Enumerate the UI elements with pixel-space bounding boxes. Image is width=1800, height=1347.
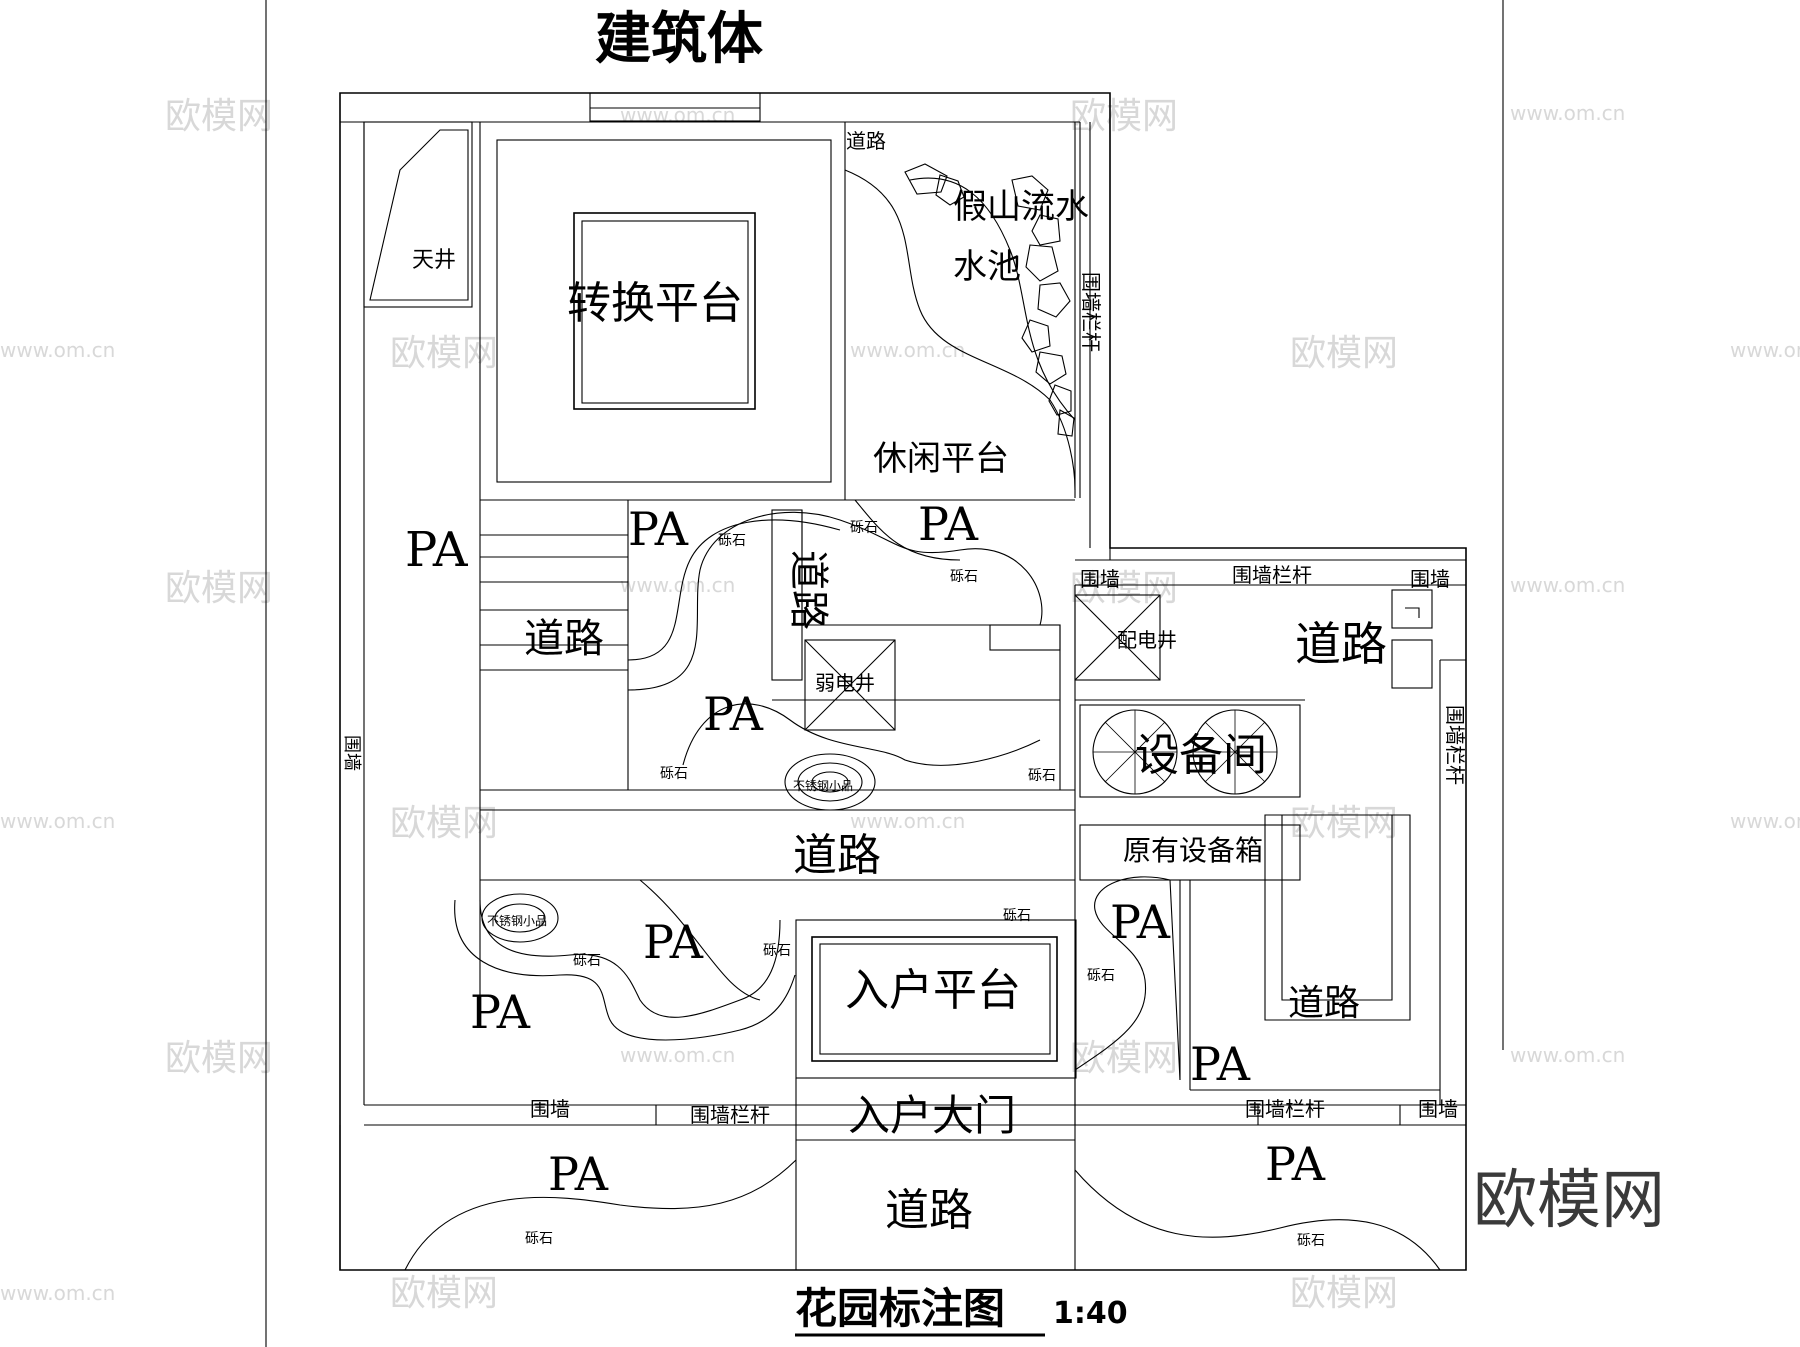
gravel-f-label: 砾石: [573, 953, 601, 969]
skywell-label: 天井: [412, 248, 456, 273]
watermark-logo: 欧模网: [1290, 803, 1398, 844]
watermark-url: www.om.cn: [850, 338, 965, 362]
watermark-url: www.om.cn: [0, 1281, 115, 1305]
watermark-logo: 欧模网: [1070, 1038, 1178, 1079]
watermark-logo: 欧模网: [390, 803, 498, 844]
gravel-e-label: 砾石: [1028, 768, 1056, 784]
watermark-url: www.om.cn: [1730, 338, 1800, 362]
entry-gate-label: 入户大门: [848, 1091, 1016, 1140]
wall-rail-right-vertical-label: 围墙栏杆: [1443, 705, 1467, 785]
watermark-url: www.om.cn: [1510, 1043, 1625, 1067]
drawing-title: 花园标注图: [795, 1284, 1005, 1333]
equipment-room-label: 设备间: [1135, 730, 1267, 781]
pond-label: 水池: [953, 247, 1021, 287]
watermark-logo: 欧模网: [165, 568, 273, 609]
top-road-label: 道路: [846, 129, 886, 153]
watermark-logo: 欧模网: [390, 1273, 498, 1314]
entry-platform: 入户平台 砾石: [795, 919, 1115, 1079]
rock-stream-pond: 道路 假山流水 水池 休闲平台 围墙栏杆: [844, 129, 1103, 491]
watermark-logo: 欧模网: [165, 96, 273, 137]
gravel-c-label: 砾石: [950, 569, 978, 585]
watermark-url: www.om.cn: [850, 809, 965, 833]
watermark-logo: 欧模网: [165, 1038, 273, 1079]
wall-right-b-label: 围墙: [1410, 567, 1450, 591]
road-main-label: 道路: [793, 830, 881, 881]
watermark-url: www.om.cn: [1730, 809, 1800, 833]
road-vertical-label: 道路: [785, 550, 831, 630]
road-right-top-label: 道路: [1295, 617, 1387, 671]
wall-rail-bottom-left-label: 围墙栏杆: [690, 1103, 770, 1127]
wall-rail-bottom-right-label: 围墙栏杆: [1245, 1097, 1325, 1121]
gravel-h-label: 砾石: [1003, 908, 1031, 924]
watermark-url: www.om.cn: [620, 103, 735, 127]
rock-stream-label: 假山流水: [953, 187, 1089, 227]
wall-bottom-right-label: 围墙: [1418, 1097, 1458, 1121]
existing-equipment-box-label: 原有设备箱: [1123, 834, 1263, 867]
watermark-layer: 欧模网 欧模网 www.om.cn www.om.cn www.om.cn 欧模…: [0, 96, 1800, 1314]
drawing-scale: 1:40: [1053, 1296, 1128, 1331]
gravel-a-label: 砾石: [718, 533, 746, 549]
entry-platform-label: 入户平台: [845, 965, 1021, 1016]
pa-lower-right-b-label: PA: [1190, 1037, 1251, 1091]
watermark-logo: 欧模网: [1290, 1273, 1398, 1314]
central-garden: PA PA 砾石 砾石 砾石 道路 弱电井 PA 砾石 砾石 不锈钢小品: [627, 497, 1061, 811]
gravel-d-label: 砾石: [660, 766, 688, 782]
boundary-wall-labels: 围墙 围墙栏杆 围墙栏杆 围墙: [530, 1097, 1458, 1127]
gravel-j-label: 砾石: [525, 1231, 553, 1247]
wall-right-a-label: 围墙: [1080, 567, 1120, 591]
lower-left-garden: 不锈钢小品 砾石 PA 砾石 砾石 PA: [454, 879, 1031, 1041]
pa-lower-left-label: PA: [470, 985, 531, 1039]
main-road: 道路: [480, 585, 1076, 1125]
drawing-title-block: 花园标注图 1:40: [795, 1284, 1128, 1337]
site-boundary: [339, 92, 1467, 1271]
watermark-url: www.om.cn: [0, 338, 115, 362]
wall-left-vertical-label: 围墙: [341, 735, 362, 771]
steel-piece-left-label: 不锈钢小品: [487, 914, 547, 928]
building-label: 建筑体: [595, 7, 763, 72]
road-bottom-label: 道路: [885, 1185, 973, 1236]
lower-right-garden: PA 道路 PA: [1074, 814, 1440, 1091]
road-left-mid-label: 道路: [524, 616, 604, 662]
gravel-k-label: 砾石: [1297, 1233, 1325, 1249]
left-steps-zone: PA 道路 围墙: [341, 500, 629, 790]
watermark-logo: 欧模网: [1070, 96, 1178, 137]
pa-bottom-right-label: PA: [1265, 1137, 1326, 1191]
transfer-platform: 转换平台: [479, 122, 1075, 1000]
watermark-logo: 欧模网: [390, 333, 498, 374]
bottom-gardens: PA 砾石 PA 砾石: [404, 1137, 1441, 1271]
wall-rail-vertical-top-label: 围墙栏杆: [1079, 272, 1103, 352]
watermark-url: www.om.cn: [620, 1043, 735, 1067]
pa-lower-right-label: PA: [1110, 895, 1171, 949]
pa-left-big-label: PA: [405, 522, 469, 578]
right-upper-zone: 围墙 围墙栏杆 围墙 配电井 道路 设备间 原有设备箱 围墙栏杆: [1074, 563, 1467, 881]
transfer-platform-label: 转换平台: [567, 278, 743, 329]
distribution-well-label: 配电井: [1117, 628, 1177, 652]
pa-mid-top-left-label: PA: [628, 502, 689, 556]
pa-lower-mid-label: PA: [643, 915, 704, 969]
steel-piece-center-label: 不锈钢小品: [793, 779, 853, 793]
watermark-logo: 欧模网: [1290, 333, 1398, 374]
road-lower-right-label: 道路: [1288, 983, 1360, 1024]
wall-rail-right-top-label: 围墙栏杆: [1232, 563, 1312, 587]
watermark-url: www.om.cn: [1510, 101, 1625, 125]
brand-logo: 欧模网: [1473, 1164, 1665, 1238]
gravel-i-label: 砾石: [1087, 968, 1115, 984]
skywell: 天井: [363, 121, 473, 308]
weak-current-well-label: 弱电井: [815, 671, 875, 695]
watermark-url: www.om.cn: [620, 573, 735, 597]
pa-center-label: PA: [703, 687, 764, 741]
leisure-platform-label: 休闲平台: [873, 439, 1009, 479]
wall-bottom-left-label: 围墙: [530, 1097, 570, 1121]
watermark-url: www.om.cn: [1510, 573, 1625, 597]
watermark-url: www.om.cn: [0, 809, 115, 833]
gravel-b-label: 砾石: [850, 520, 878, 536]
gravel-g-label: 砾石: [763, 943, 791, 959]
entry-gate-zone: 入户大门 道路: [795, 1078, 1076, 1270]
pa-bottom-left-label: PA: [548, 1147, 609, 1201]
pa-mid-top-right-label: PA: [918, 497, 979, 551]
